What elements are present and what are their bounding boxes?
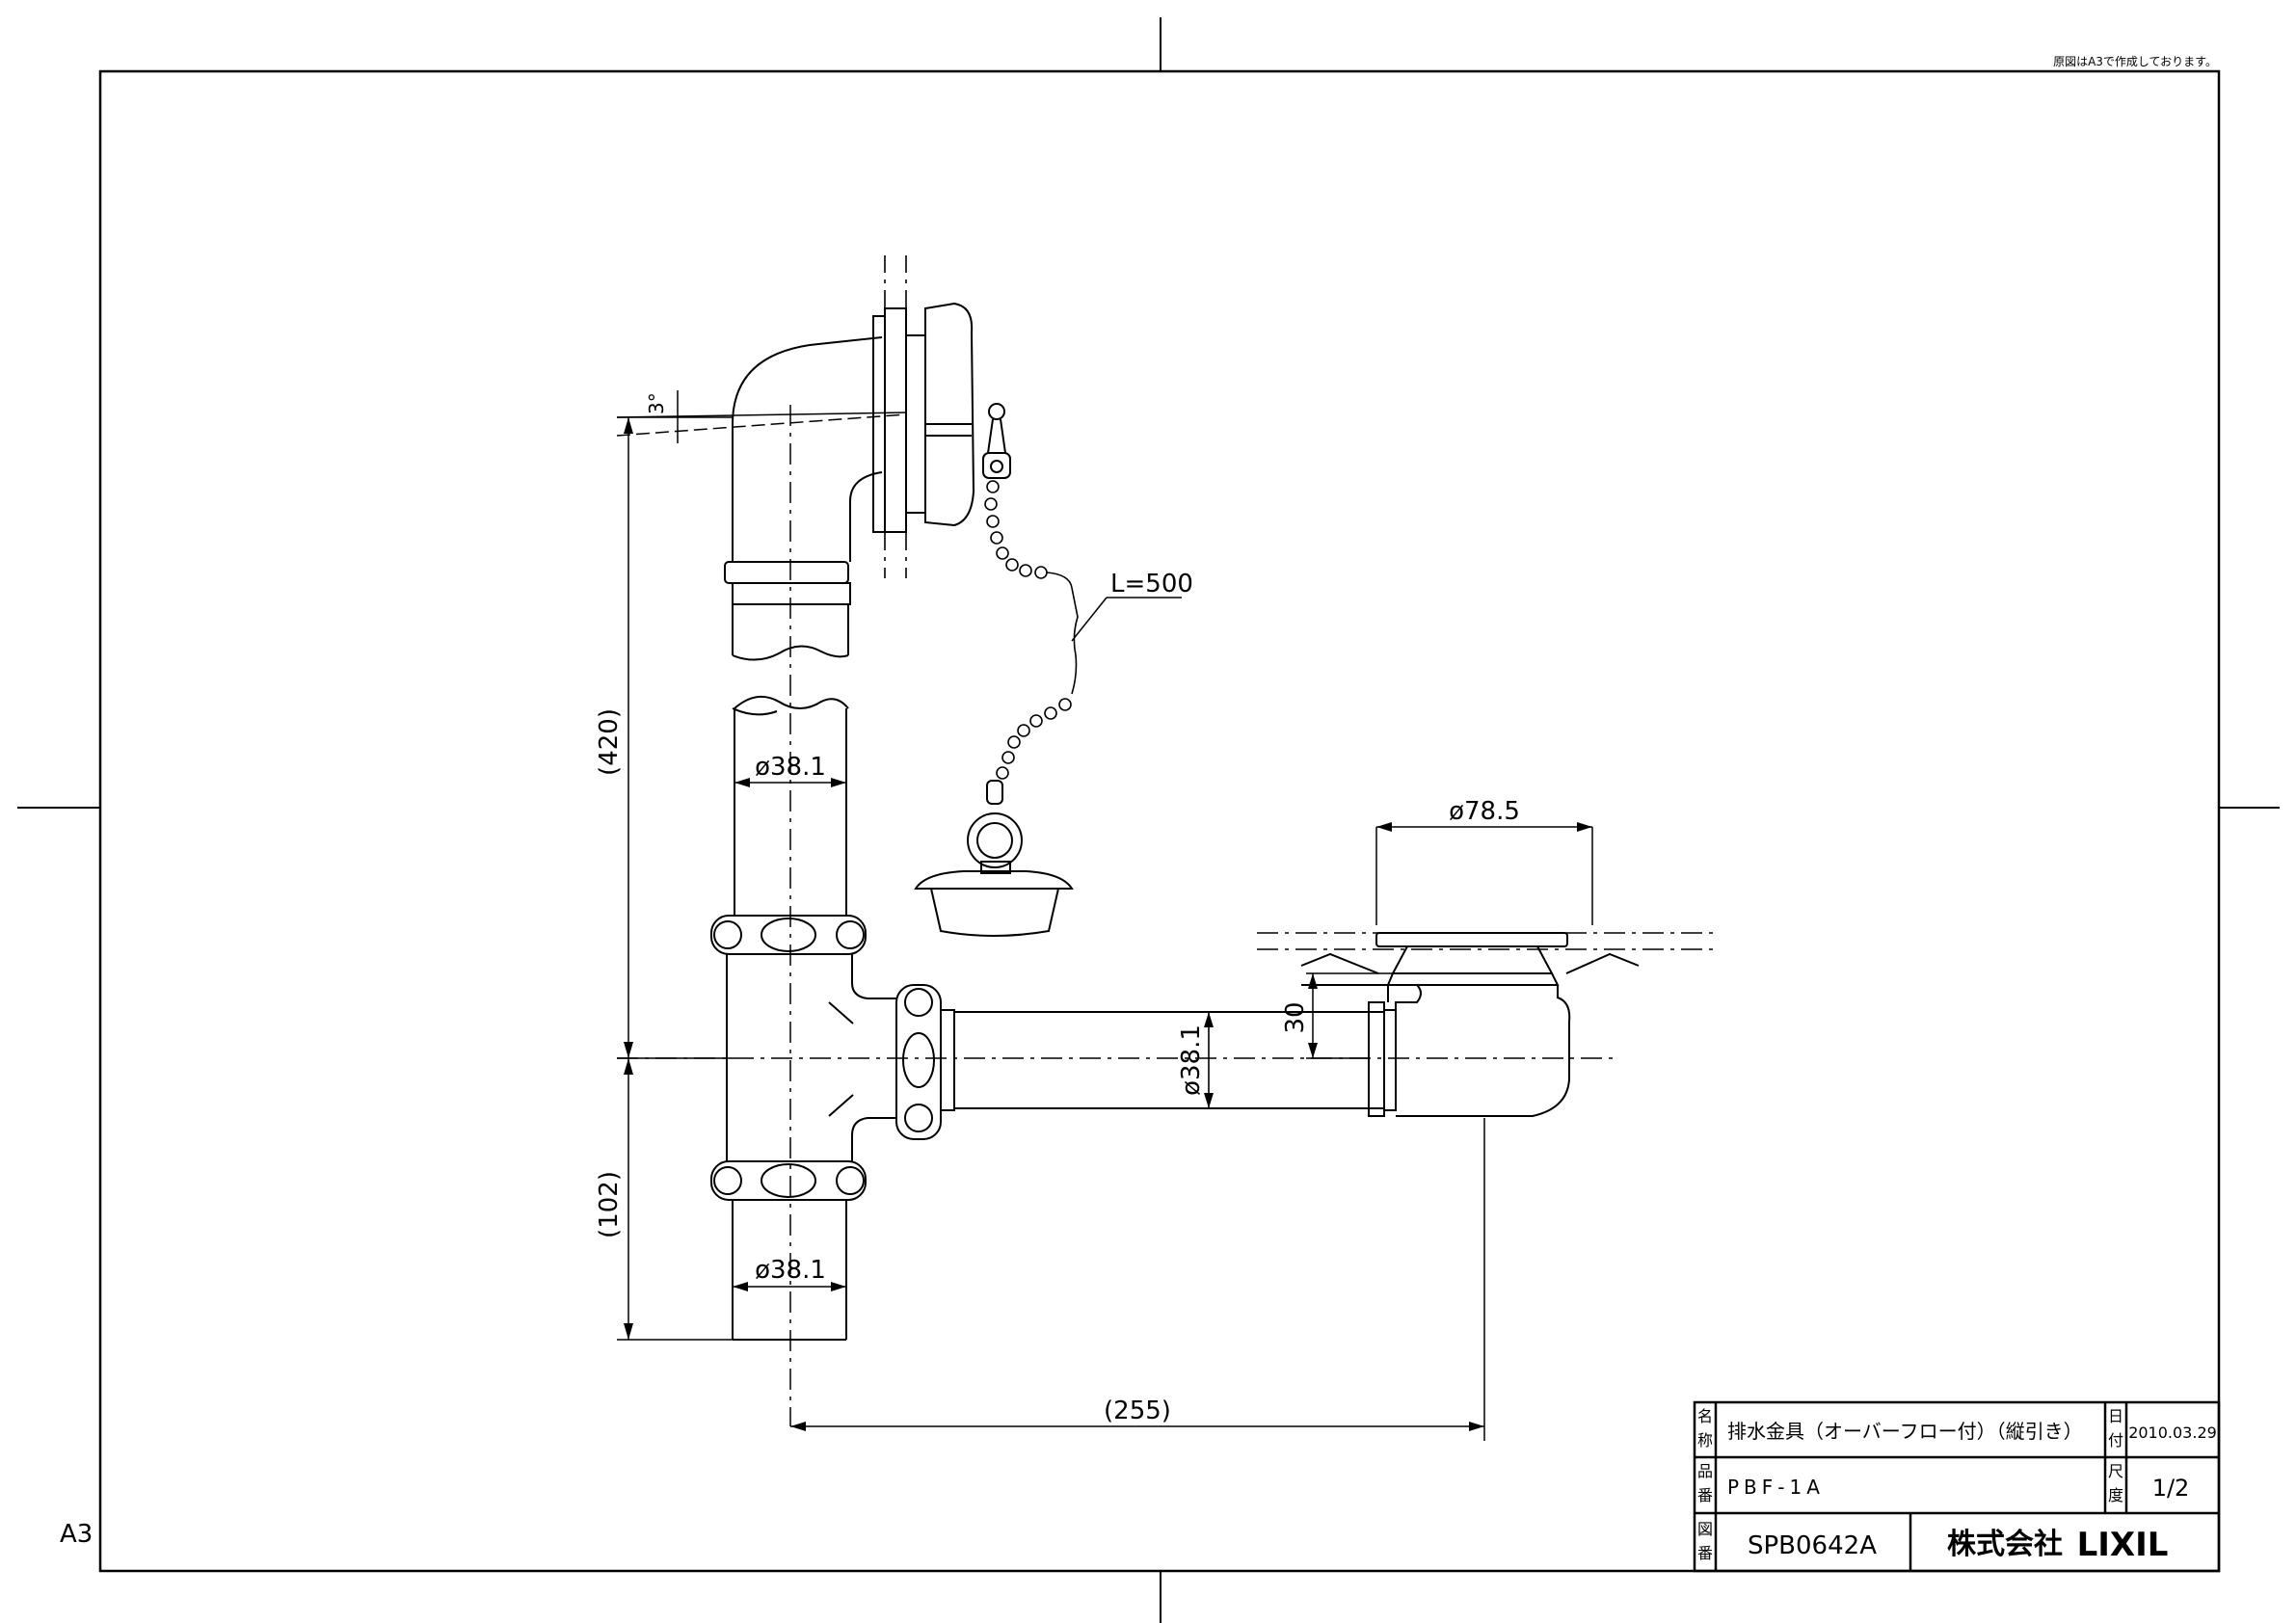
height-upper-label: (420) <box>595 708 624 776</box>
drawing-label-1: 図 <box>1697 1520 1713 1538</box>
rubber-stopper <box>914 780 1074 937</box>
overflow-plate <box>872 302 975 533</box>
chain-hook <box>982 403 1011 479</box>
side-slip-nut <box>895 984 942 1140</box>
drawing-date: 2010.03.29 <box>2128 1423 2217 1442</box>
title-block: 名 称 排水金具（オーバーフロー付）（縦引き） 品 番 PBF-1A 図 番 S… <box>1693 1400 2221 1573</box>
dimension-labels: 3° L=500 (420) (102) ø38.1 ø38.1 ø38.1 ø… <box>595 392 1520 1425</box>
drawing-scale: 1/2 <box>2152 1475 2190 1502</box>
part-label-1: 品 <box>1697 1462 1713 1480</box>
angle-label: 3° <box>645 392 668 414</box>
offset-label: 30 <box>1281 1001 1310 1033</box>
stopper-chain <box>984 480 1079 780</box>
lower-pipe <box>732 1200 847 1341</box>
drain-assembly-drawing <box>616 255 1716 1441</box>
lower-slip-nut <box>710 1160 867 1201</box>
name-label-2: 称 <box>1697 1431 1713 1450</box>
width-label: (255) <box>1104 1397 1171 1425</box>
drain-diameter-label: ø78.5 <box>1449 797 1520 826</box>
upper-slip-nut <box>710 915 867 955</box>
horizontal-pipe <box>940 1001 1397 1117</box>
company-name: 株式会社 <box>1947 1528 2063 1561</box>
product-name: 排水金具（オーバーフロー付）（縦引き） <box>1727 1420 2083 1443</box>
floor-drain <box>1257 932 1716 1117</box>
chain-length-label: L=500 <box>1110 570 1193 599</box>
drawing-frame <box>98 69 2221 1573</box>
drawing-label-2: 番 <box>1697 1544 1713 1562</box>
date-label-2: 付 <box>2108 1431 2123 1450</box>
scale-label-2: 度 <box>2108 1486 2123 1504</box>
top-pipe-diameter-label: ø38.1 <box>755 753 826 782</box>
drawing-number: SPB0642A <box>1748 1531 1877 1560</box>
part-number: PBF-1A <box>1727 1476 1825 1499</box>
lixil-logo: LIXIL <box>2077 1526 2169 1564</box>
dimension-arrowheads <box>624 417 1592 1431</box>
dimension-lines <box>617 416 1593 1441</box>
original-scale-note: 原図はA3で作成しております。 <box>2053 55 2217 68</box>
overflow-elbow <box>724 336 883 605</box>
main-vertical-pipe <box>734 708 847 916</box>
date-label-1: 日 <box>2108 1407 2123 1425</box>
name-label-1: 名 <box>1697 1407 1713 1425</box>
height-lower-label: (102) <box>595 1171 624 1238</box>
centering-marks <box>17 17 2280 1623</box>
sheet-size-label: A3 <box>60 1520 93 1549</box>
bottom-pipe-diameter-label: ø38.1 <box>755 1256 826 1285</box>
upper-pipe-break <box>732 604 849 716</box>
part-label-2: 番 <box>1697 1486 1713 1504</box>
horizontal-pipe-diameter-label: ø38.1 <box>1177 1024 1206 1096</box>
overflow-wall-lines <box>884 255 907 578</box>
scale-label-1: 尺 <box>2108 1462 2123 1480</box>
